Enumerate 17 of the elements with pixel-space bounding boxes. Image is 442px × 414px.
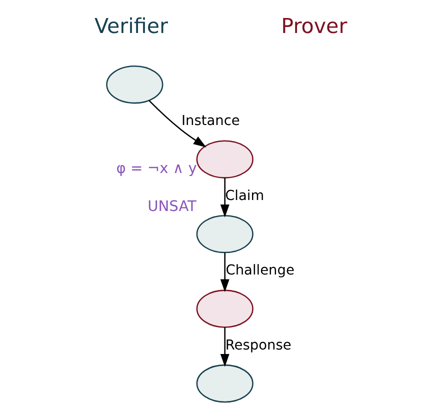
label: Prover [281, 14, 348, 38]
node-label: UNSAT [148, 198, 196, 215]
node-ellipse [196, 364, 254, 403]
edge-label: Instance [181, 113, 240, 130]
node-ellipse [196, 214, 254, 254]
edge-label: Response [225, 337, 292, 354]
label: Verifier [94, 14, 168, 38]
arrow [148, 100, 206, 148]
node-label: φ = ¬x ∧ y [116, 160, 197, 178]
node-ellipse [196, 290, 254, 328]
edge-label: Claim [225, 188, 264, 204]
arrow [220, 327, 230, 367]
node-ellipse [196, 140, 254, 178]
node-ellipse [106, 66, 164, 104]
arrow [220, 178, 230, 218]
edge-label: Challenge [226, 262, 294, 279]
arrow [220, 252, 230, 292]
